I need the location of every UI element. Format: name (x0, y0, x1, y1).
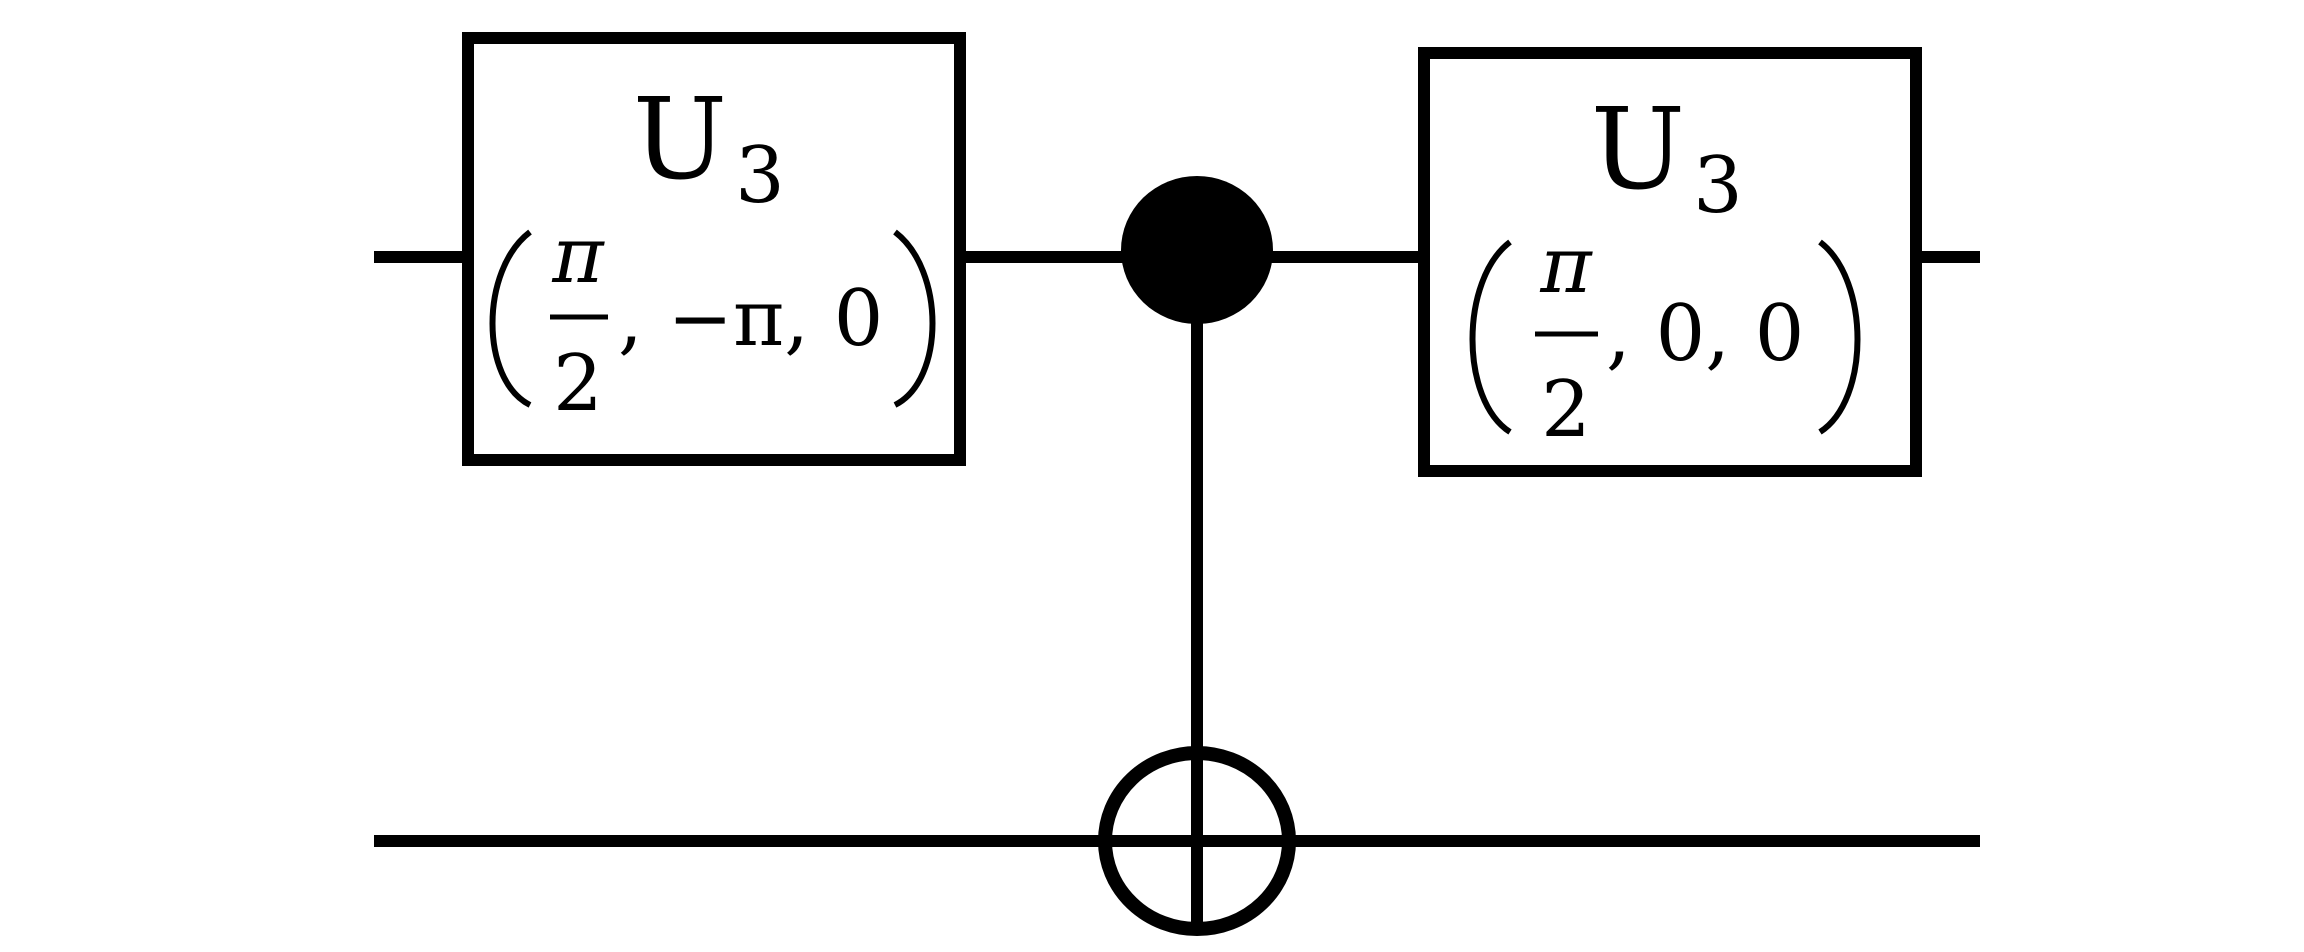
u3-gate-2-fraction-numerator: π (1539, 221, 1593, 311)
u3-gate-1-right-paren (893, 229, 936, 408)
u3-gate-1-left-paren (489, 229, 532, 408)
u3-gate-2-right-paren (1818, 239, 1861, 435)
u3-gate-1-params-rest: , −π, 0 (618, 274, 883, 364)
u3-gate-2: U 3 π 2 , 0, 0 (1418, 47, 1922, 477)
u3-gate-1-label: U (633, 75, 727, 205)
u3-gate-1-subscript: 3 (735, 131, 785, 221)
u3-gate-1: U 3 π 2 , −π, 0 (462, 32, 966, 466)
u3-gate-2-label: U (1591, 85, 1685, 215)
cnot-gate (1098, 176, 1296, 936)
u3-gate-2-params-rest: , 0, 0 (1606, 289, 1804, 379)
u3-gate-2-fraction-denominator: 2 (1541, 365, 1591, 455)
u3-gate-2-subscript: 3 (1693, 141, 1743, 231)
u3-gate-2-box (1418, 47, 1922, 477)
u3-gate-1-fraction-denominator: 2 (553, 339, 603, 429)
u3-gate-2-left-paren (1469, 239, 1512, 435)
cnot-control-dot (1121, 176, 1273, 324)
u3-gate-1-fraction-numerator: π (551, 211, 605, 301)
u3-gate-1-box (462, 32, 966, 466)
